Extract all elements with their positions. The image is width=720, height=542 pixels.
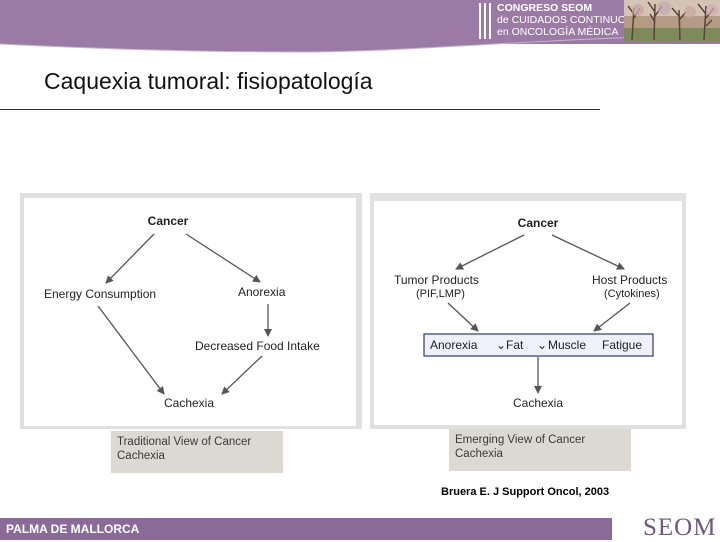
node-tumor-products: Tumor Products [394,273,479,287]
node-host-products-sub: (Cytokines) [604,288,660,300]
symptom-fatigue: Fatigue [602,338,642,352]
traditional-view-panel: Cancer Energy Consumption Anorexia Decre… [24,198,356,426]
slide-title: Caquexia tumoral: fisiopatología [44,68,373,94]
congress-bars-icon [478,3,494,39]
node-cachexia: Cachexia [164,396,214,410]
emerging-view-figure: Cancer Tumor Products (PIF,LMP) Host Pro… [370,193,686,429]
congress-line-3: en ONCOLOGÍA MÉDICA [497,26,619,38]
header-wave [0,30,720,53]
seom-logo: SEOM [643,514,717,541]
node-cachexia: Cachexia [513,396,563,410]
node-energy-consumption: Energy Consumption [44,287,156,301]
node-cancer: Cancer [148,214,189,228]
title-divider [0,109,600,110]
emerging-view-caption: Emerging View of Cancer Cachexia [449,429,631,471]
footer: PALMA DE MALLORCA SEOM [0,514,720,541]
emerging-caption-line-2: Cachexia [455,448,503,460]
citation: Bruera E. J Support Oncol, 2003 [441,486,610,498]
congress-line-1: CONGRESO SEOM [497,2,593,14]
node-decreased-food-intake: Decreased Food Intake [195,339,320,353]
header-photo [624,0,720,42]
node-host-products: Host Products [592,273,667,287]
arrow-cancer-to-tumor-products [455,234,525,270]
symptom-muscle: Muscle [548,338,586,352]
congress-line-2: de CUIDADOS CONTINUOS [497,14,633,26]
decrease-symbol-muscle: ⌄ [537,338,547,352]
emerging-caption-line-1: Emerging View of Cancer [455,434,586,446]
symptom-fat: Fat [506,338,524,352]
symptom-anorexia: Anorexia [430,338,478,352]
arrow-tumor-products-to-symptoms [447,302,479,332]
arrow-cancer-to-host-products [551,234,625,270]
traditional-caption-line-2: Cachexia [117,450,165,462]
emerging-view-diagram: Cancer Tumor Products (PIF,LMP) Host Pro… [394,216,667,410]
arrow-food-intake-to-cachexia [221,355,263,395]
traditional-view-figure: Cancer Energy Consumption Anorexia Decre… [20,193,362,429]
traditional-view-diagram: Cancer Energy Consumption Anorexia Decre… [44,214,320,410]
node-tumor-products-sub: (PIF,LMP) [416,288,465,300]
congress-logo: CONGRESO SEOM de CUIDADOS CONTINUOS en O… [478,0,633,42]
node-anorexia: Anorexia [238,285,286,299]
footer-location: PALMA DE MALLORCA [6,522,140,536]
decrease-symbol-fat: ⌄ [496,338,506,352]
node-cancer: Cancer [518,216,559,230]
arrow-host-products-to-symptoms [593,302,631,332]
arrow-cancer-to-anorexia [185,233,261,283]
traditional-caption-line-1: Traditional View of Cancer [117,436,252,448]
footer-bar: PALMA DE MALLORCA [0,518,612,540]
arrow-energy-to-cachexia [97,305,165,395]
emerging-view-panel: Cancer Tumor Products (PIF,LMP) Host Pro… [374,201,682,425]
arrow-cancer-to-energy [105,233,155,284]
traditional-view-caption: Traditional View of Cancer Cachexia [111,431,283,473]
symptoms-box [423,333,654,357]
